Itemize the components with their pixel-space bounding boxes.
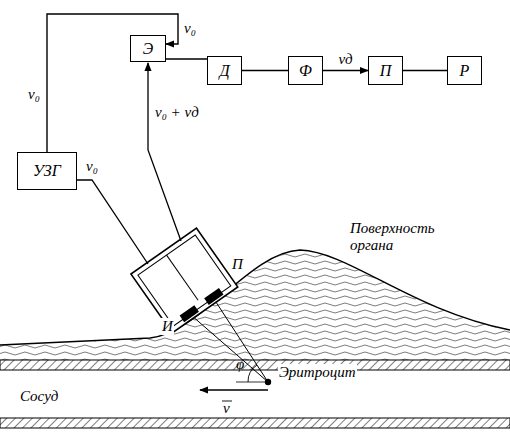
organ-tissue <box>0 250 510 360</box>
box-text: УЗГ <box>33 162 61 180</box>
organ-surface-label: Поверхность органа <box>350 220 450 253</box>
process-box: Ф <box>288 56 323 85</box>
angle-label: φ <box>236 356 244 373</box>
process-box: Э <box>130 35 166 62</box>
emitted-beam <box>191 315 268 382</box>
reflected-beam <box>214 299 268 382</box>
receive-wire <box>148 63 181 241</box>
signal-connector <box>242 70 288 71</box>
erythrocyte-label: Эритроцит <box>278 364 357 381</box>
signal-connector <box>403 70 447 71</box>
signal-connector <box>323 70 368 71</box>
vessel-wall <box>0 418 510 428</box>
receiver-label: П <box>231 256 244 273</box>
process-box: Р <box>447 56 482 85</box>
signal-connector <box>166 58 207 59</box>
box-text: П <box>380 62 392 80</box>
organ-surface <box>0 250 510 345</box>
nu-label: ν₀ <box>28 86 40 103</box>
angle-ray <box>236 382 268 383</box>
nu-label: ν₀ <box>184 20 196 37</box>
vessel-label: Сосуд <box>20 388 58 405</box>
emitter-label: И <box>161 318 174 335</box>
box-text: Р <box>460 62 470 80</box>
transmit-wire <box>77 180 148 264</box>
box-text: Д <box>219 62 229 80</box>
box-text: Ф <box>299 62 312 80</box>
process-box: УЗГ <box>17 152 77 190</box>
ultrasound-probe <box>131 228 238 333</box>
nu-label: ν₀ <box>86 158 98 175</box>
process-box: Д <box>207 56 242 85</box>
velocity-arrow <box>200 389 268 390</box>
angle-arc <box>248 365 257 382</box>
velocity-label: v <box>223 400 230 417</box>
nu-sum-label: ν₀ + νд <box>155 104 199 121</box>
box-text: Э <box>143 40 153 58</box>
process-box: П <box>368 56 403 85</box>
signal-connector <box>47 14 178 152</box>
edge-label: νд <box>338 51 352 68</box>
